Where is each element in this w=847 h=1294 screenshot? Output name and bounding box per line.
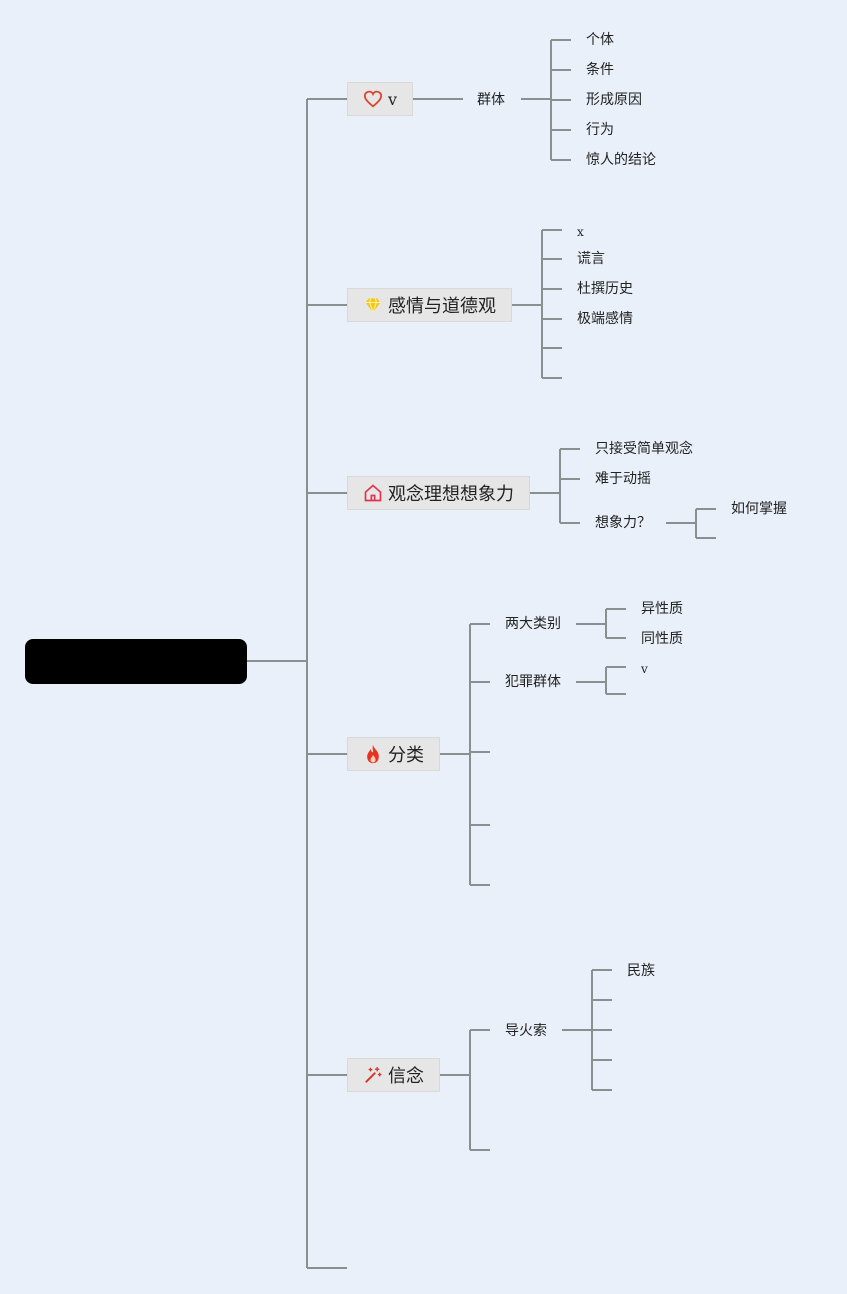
flame-icon [367, 744, 379, 764]
topic-label: 分类 [388, 745, 424, 766]
subtopic-trigger[interactable]: 导火索 [505, 1023, 547, 1039]
main-topic-ideas-imagination[interactable]: 观念理想想象力 [347, 476, 530, 510]
leaf-hard-to-shake[interactable]: 难于动摇 [595, 471, 651, 487]
main-topic-belief[interactable]: 信念 [347, 1058, 440, 1092]
topic-label: v [387, 89, 398, 109]
diamond-icon [365, 298, 381, 313]
leaf-extreme-emotion[interactable]: 极端感情 [577, 311, 633, 327]
leaf-heterogeneous[interactable]: 异性质 [641, 601, 683, 617]
leaf-conditions[interactable]: 条件 [586, 62, 614, 78]
leaf-conclusion[interactable]: 惊人的结论 [586, 152, 656, 168]
leaf-v[interactable]: v [641, 662, 648, 676]
topic-label: 观念理想想象力 [388, 484, 514, 505]
main-topic-v[interactable]: v [347, 82, 413, 116]
subtopic-group[interactable]: 群体 [477, 92, 505, 108]
topic-label: 感情与道德观 [388, 296, 496, 317]
house-icon [364, 484, 382, 502]
leaf-simple-ideas[interactable]: 只接受简单观念 [595, 441, 693, 457]
leaf-how-to-master[interactable]: 如何掌握 [731, 501, 787, 517]
leaf-fabricated-history[interactable]: 杜撰历史 [577, 281, 633, 297]
leaf-x[interactable]: x [577, 225, 584, 239]
central-topic[interactable] [25, 639, 247, 684]
main-topic-emotion-morality[interactable]: 感情与道德观 [347, 288, 512, 322]
leaf-lies[interactable]: 谎言 [577, 251, 605, 267]
subtopic-imagination[interactable]: 想象力？ [595, 515, 651, 531]
leaf-nation[interactable]: 民族 [627, 963, 655, 979]
magic-wand-icon [365, 1066, 382, 1083]
heart-icon [363, 90, 383, 108]
leaf-individual[interactable]: 个体 [586, 32, 614, 48]
subtopic-criminal-crowds[interactable]: 犯罪群体 [505, 674, 561, 690]
subtopic-two-categories[interactable]: 两大类别 [505, 616, 561, 632]
leaf-homogeneous[interactable]: 同性质 [641, 631, 683, 647]
topic-label: 信念 [388, 1066, 424, 1087]
main-topic-classification[interactable]: 分类 [347, 737, 440, 771]
leaf-causes[interactable]: 形成原因 [586, 92, 642, 108]
leaf-behavior[interactable]: 行为 [586, 122, 614, 138]
